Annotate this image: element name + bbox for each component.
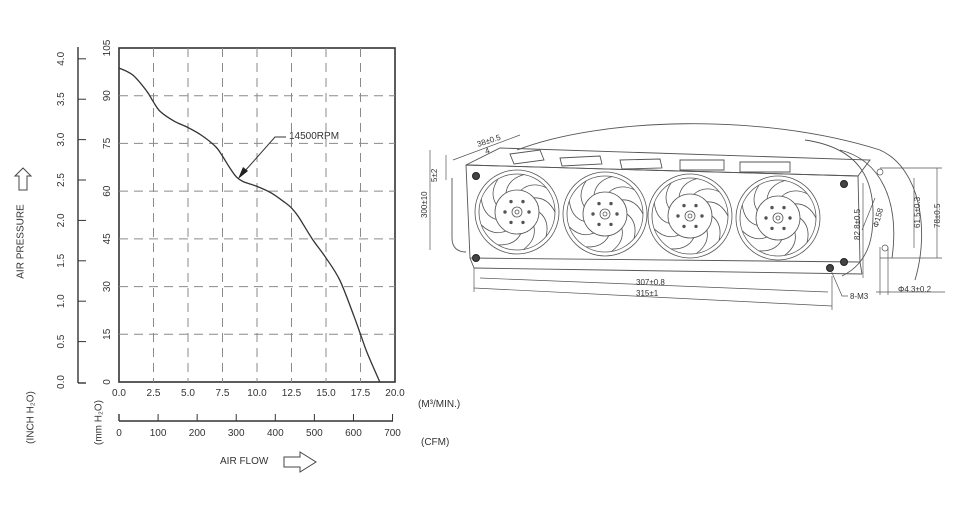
svg-text:5.0: 5.0 (181, 388, 195, 399)
cfm-units-label: (CFM) (421, 437, 450, 448)
tick-labels: 0.0 2.5 5.0 7.5 10.0 12.5 15.0 17.5 20.0 0 15 30 45 6… (56, 39, 405, 439)
dim-300: 300±10 (420, 191, 429, 218)
svg-text:0.0: 0.0 (112, 388, 126, 399)
svg-text:400: 400 (267, 428, 284, 439)
cfm-axis-ticks (157, 414, 394, 421)
mm-units-label: (mm H₂O) (93, 400, 105, 445)
up-arrow-icon (13, 167, 33, 191)
dim-82: 82.8±0.5 (853, 208, 862, 240)
svg-text:90: 90 (102, 90, 113, 102)
svg-text:75: 75 (102, 137, 113, 149)
x-axis-title: AIR FLOW (220, 456, 269, 467)
svg-text:600: 600 (345, 428, 362, 439)
dim-315: 315±1 (636, 289, 659, 298)
svg-text:15: 15 (102, 328, 113, 340)
svg-text:7.5: 7.5 (216, 388, 230, 399)
dim-307: 307±0.8 (636, 278, 665, 287)
fan-units (472, 169, 848, 272)
drawing-svg: 38±0.5 4 5±2 300±10 307±0.8 315±1 82.8±0… (420, 123, 945, 310)
svg-text:0: 0 (102, 379, 113, 385)
svg-text:300: 300 (228, 428, 245, 439)
svg-text:1.5: 1.5 (56, 253, 67, 267)
svg-text:30: 30 (102, 281, 113, 293)
svg-text:105: 105 (102, 39, 113, 56)
svg-text:4.0: 4.0 (56, 51, 67, 65)
fan-assembly-drawing: 38±0.5 4 5±2 300±10 307±0.8 315±1 82.8±0… (420, 110, 969, 330)
svg-text:0.5: 0.5 (56, 334, 67, 348)
inch-units-label: (INCH H₂O) (25, 391, 37, 444)
svg-text:0: 0 (116, 428, 122, 439)
m3-units-label: (M³/MIN.) (418, 399, 461, 410)
svg-text:100: 100 (150, 428, 167, 439)
svg-text:20.0: 20.0 (385, 388, 405, 399)
svg-text:500: 500 (306, 428, 323, 439)
dim-61: 61.5±0.3 (913, 196, 922, 228)
dim-78: 78±0.5 (933, 203, 942, 228)
dim-m3: 8-M3 (850, 292, 869, 301)
svg-text:10.0: 10.0 (247, 388, 267, 399)
svg-text:2.5: 2.5 (147, 388, 161, 399)
annotation-leader (243, 136, 286, 173)
right-arrow-icon (283, 451, 317, 473)
svg-text:3.0: 3.0 (56, 132, 67, 146)
pq-chart: 0.0 2.5 5.0 7.5 10.0 12.5 15.0 17.5 20.0 0 15 30 45 6… (0, 0, 470, 511)
svg-text:3.5: 3.5 (56, 92, 67, 106)
y-axis-title: AIR PRESSURE (15, 204, 27, 279)
svg-text:700: 700 (384, 428, 401, 439)
svg-text:45: 45 (102, 233, 113, 245)
svg-text:2.5: 2.5 (56, 173, 67, 187)
annotation-label: 14500RPM (289, 131, 340, 142)
svg-text:200: 200 (189, 428, 206, 439)
curve-14500rpm (118, 67, 381, 383)
dim-43: Φ4.3±0.2 (898, 285, 932, 294)
svg-text:15.0: 15.0 (316, 388, 336, 399)
svg-text:60: 60 (102, 185, 113, 197)
grid-lines (119, 48, 395, 382)
annotation-arrowhead (238, 167, 248, 179)
svg-text:2.0: 2.0 (56, 213, 67, 227)
svg-text:17.5: 17.5 (351, 388, 371, 399)
svg-text:12.5: 12.5 (282, 388, 302, 399)
dim-5: 5±2 (430, 168, 439, 182)
chart-svg: 0.0 2.5 5.0 7.5 10.0 12.5 15.0 17.5 20.0 0 15 30 45 6… (13, 39, 405, 473)
svg-text:0.0: 0.0 (56, 375, 67, 389)
inch-axis-ticks (78, 58, 86, 343)
dim-4: 4 (484, 146, 492, 156)
svg-text:1.0: 1.0 (56, 294, 67, 308)
